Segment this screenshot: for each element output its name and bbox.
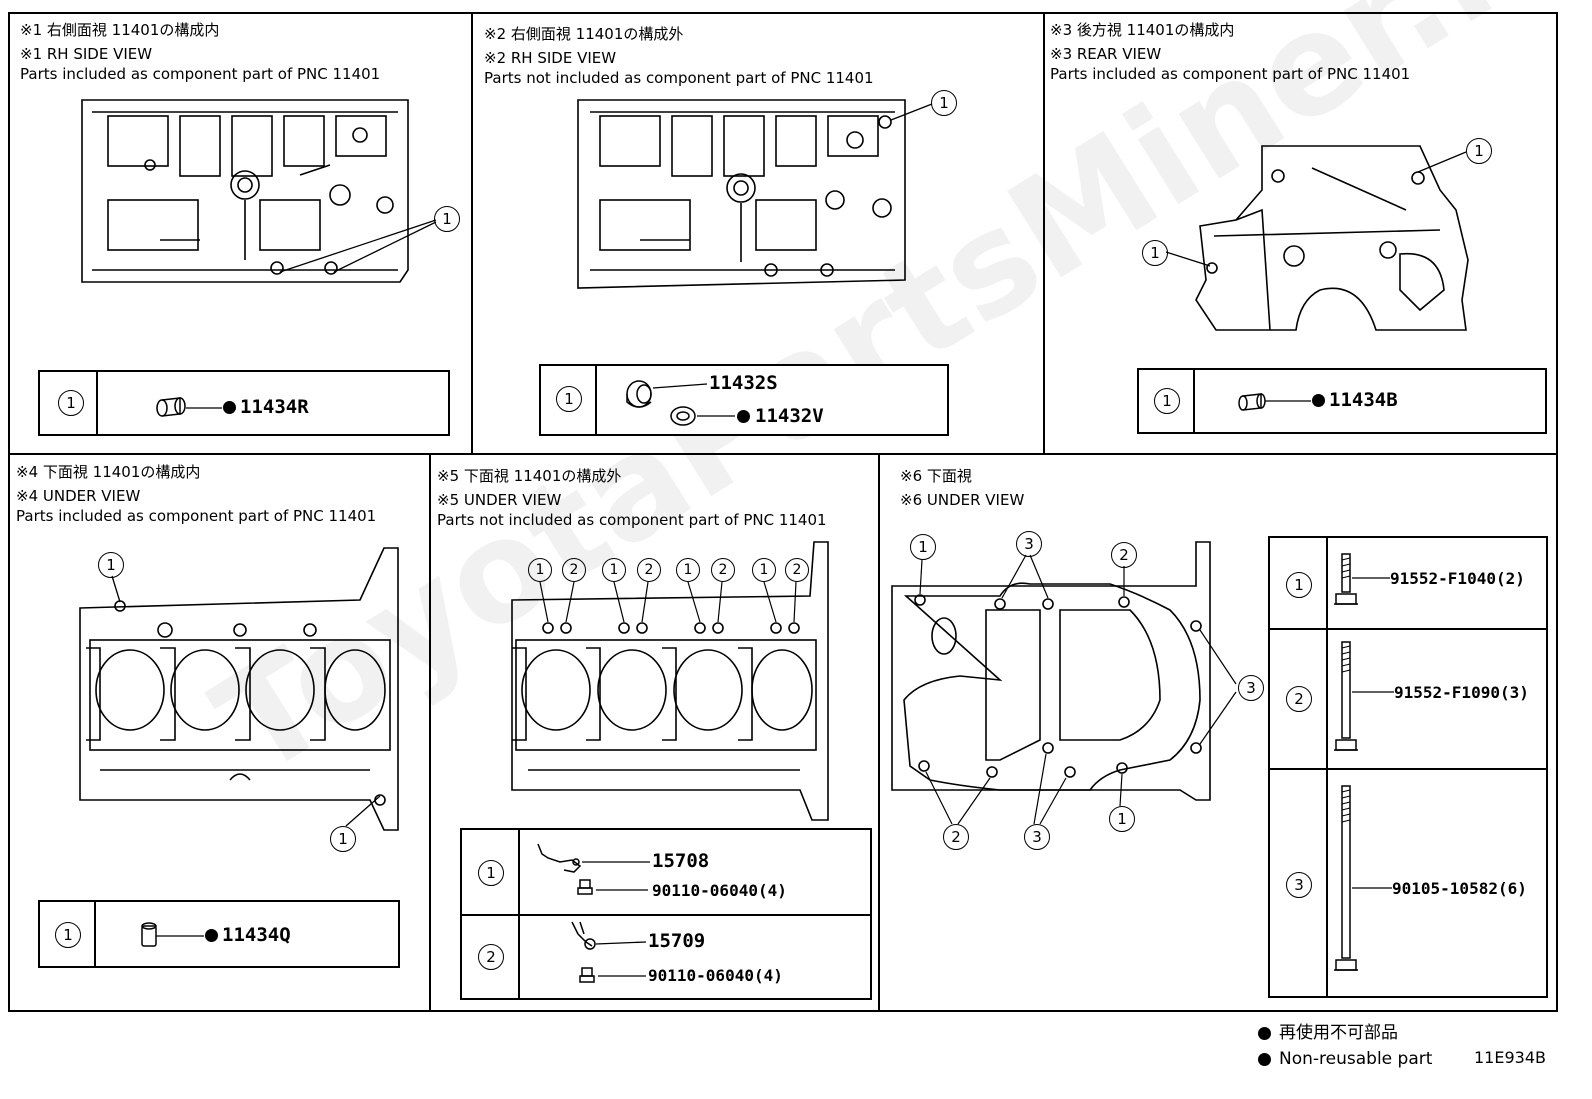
panel-6-parts-table: 1 2 3 91552-F1040(2) 91552-F1090(3) 9010… xyxy=(1268,536,1548,998)
panel-3-note: Parts included as component part of PNC … xyxy=(1050,65,1411,83)
callout-2: 2 xyxy=(785,558,809,582)
panel-1-ref-circle: 1 xyxy=(58,390,84,416)
panel-1-note: Parts included as component part of PNC … xyxy=(20,65,381,83)
panel-2-parts-table: 1 11432S 11432V xyxy=(539,364,949,436)
legend-en: Non-reusable part xyxy=(1279,1049,1433,1069)
col-divider-3 xyxy=(429,453,431,1012)
panel-1-header: ※1 右側面視 11401の構成内 ※1 RH SIDE VIEW Parts … xyxy=(20,18,380,86)
nonreusable-dot xyxy=(1258,1052,1271,1066)
panel-5-part-number-4: 90110-06040(4) xyxy=(648,966,783,985)
callout-2: 2 xyxy=(562,558,586,582)
panel-5-part-number-1: 15708 xyxy=(652,850,710,872)
panel-1-title-jp: ※1 右側面視 11401の構成内 xyxy=(20,21,220,39)
row-divider xyxy=(8,453,1558,455)
callout-1: 1 xyxy=(1109,806,1135,832)
nonreusable-dot xyxy=(737,410,750,423)
panel-6-title-jp: ※6 下面視 xyxy=(900,467,972,485)
pin-icon xyxy=(1238,393,1311,411)
panel-5-parts-table: 1 2 15708 90110-06040(4) 15709 90110-060… xyxy=(460,828,872,1000)
panel-4-part-number: 11434Q xyxy=(222,924,291,946)
pin-icon xyxy=(141,922,204,947)
callout-1: 1 xyxy=(602,558,626,582)
nonreusable-dot xyxy=(223,401,236,414)
panel-3-callout-1a: 1 xyxy=(1466,138,1492,164)
callout-2: 2 xyxy=(943,824,969,850)
panel-3-parts-table: 1 11434B xyxy=(1137,368,1547,434)
callout-1: 1 xyxy=(752,558,776,582)
panel-2-part-number-2: 11432V xyxy=(755,405,824,427)
panel-3-callout-1b: 1 xyxy=(1142,240,1168,266)
panel-5-ref-circle-2: 2 xyxy=(478,944,504,970)
callout-3: 3 xyxy=(1016,531,1042,557)
col-divider-2 xyxy=(1043,12,1045,454)
panel-4-parts-table: 1 11434Q xyxy=(38,900,400,968)
diagram-code: 11E934B xyxy=(1474,1048,1546,1067)
panel-3-ref-circle: 1 xyxy=(1154,388,1180,414)
panel-1-part-number: 11434R xyxy=(240,396,309,418)
nonreusable-dot xyxy=(205,929,218,942)
panel-5-title-en: ※5 UNDER VIEW xyxy=(437,491,562,509)
panel-5-ref-circle-1: 1 xyxy=(478,860,504,886)
panel-6-title-en: ※6 UNDER VIEW xyxy=(900,491,1025,509)
callout-3: 3 xyxy=(1024,824,1050,850)
panel-2-title-jp: ※2 右側面視 11401の構成外 xyxy=(484,25,684,43)
panel-6-part-number-3: 90105-10582(6) xyxy=(1392,879,1527,898)
panel-3-part-number: 11434B xyxy=(1329,389,1398,411)
panel-3-title-en: ※3 REAR VIEW xyxy=(1050,45,1162,63)
panel-4-callout-1b: 1 xyxy=(330,826,356,852)
panel-6-header: ※6 下面視 ※6 UNDER VIEW xyxy=(900,464,1024,512)
legend: 再使用不可部品 Non-reusable part xyxy=(1258,1020,1432,1072)
diagram-frame xyxy=(8,12,1558,1012)
panel-5-part-number-3: 15709 xyxy=(648,930,706,952)
panel-4-header: ※4 下面視 11401の構成内 ※4 UNDER VIEW Parts inc… xyxy=(16,460,376,528)
panel-6-ref-circle-2: 2 xyxy=(1286,686,1312,712)
panel-2-note: Parts not included as component part of … xyxy=(484,69,874,87)
panel-4-callout-1a: 1 xyxy=(98,552,124,578)
panel-6-ref-circle-1: 1 xyxy=(1286,572,1312,598)
panel-2-title-en: ※2 RH SIDE VIEW xyxy=(484,49,617,67)
panel-1-parts-table: 1 11434R xyxy=(38,370,450,436)
col-divider-1 xyxy=(471,12,473,454)
callout-2: 2 xyxy=(637,558,661,582)
panel-5-part-number-2: 90110-06040(4) xyxy=(652,881,787,900)
callout-2: 2 xyxy=(711,558,735,582)
callout-1: 1 xyxy=(676,558,700,582)
panel-6-part-number-2: 91552-F1090(3) xyxy=(1394,683,1529,702)
callout-1: 1 xyxy=(910,534,936,560)
legend-jp: 再使用不可部品 xyxy=(1279,1023,1398,1043)
panel-4-ref-circle: 1 xyxy=(55,922,81,948)
seal-icons xyxy=(626,380,735,426)
pin-icon xyxy=(156,397,222,417)
panel-4-title-en: ※4 UNDER VIEW xyxy=(16,487,141,505)
panel-2-header: ※2 右側面視 11401の構成外 ※2 RH SIDE VIEW Parts … xyxy=(484,22,874,90)
nonreusable-dot xyxy=(1312,394,1325,407)
panel-3-title-jp: ※3 後方視 11401の構成内 xyxy=(1050,21,1235,39)
panel-2-callout-1: 1 xyxy=(931,90,957,116)
oil-jet-icons xyxy=(537,843,650,983)
panel-3-header: ※3 後方視 11401の構成内 ※3 REAR VIEW Parts incl… xyxy=(1050,18,1410,86)
panel-2-ref-circle: 1 xyxy=(556,386,582,412)
panel-4-note: Parts included as component part of PNC … xyxy=(16,507,377,525)
panel-1-title-en: ※1 RH SIDE VIEW xyxy=(20,45,153,63)
callout-1: 1 xyxy=(528,558,552,582)
col-divider-4 xyxy=(878,453,880,1012)
callout-2: 2 xyxy=(1111,542,1137,568)
panel-2-part-number-1: 11432S xyxy=(709,372,778,394)
panel-6-ref-circle-3: 3 xyxy=(1286,872,1312,898)
nonreusable-dot xyxy=(1258,1026,1271,1040)
panel-4-title-jp: ※4 下面視 11401の構成内 xyxy=(16,463,201,481)
panel-1-callout-1: 1 xyxy=(434,206,460,232)
panel-5-title-jp: ※5 下面視 11401の構成外 xyxy=(437,467,622,485)
bolt-icons xyxy=(1334,553,1394,971)
panel-6-part-number-1: 91552-F1040(2) xyxy=(1390,569,1525,588)
callout-3: 3 xyxy=(1238,675,1264,701)
panel-5-note: Parts not included as component part of … xyxy=(437,511,827,529)
panel-5-header: ※5 下面視 11401の構成外 ※5 UNDER VIEW Parts not… xyxy=(437,464,827,532)
